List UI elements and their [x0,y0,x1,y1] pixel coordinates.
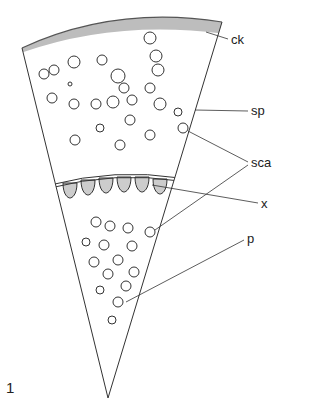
part-label: x [261,197,268,211]
cork-band [10,15,240,57]
part-label: sp [251,104,265,118]
leader-lines [126,32,258,302]
part-label: p [247,232,254,246]
part-label: ck [231,33,244,47]
figure-number: 1 [6,380,14,396]
cork-outline [22,17,222,48]
xylem-vessels [63,177,167,198]
sclerenchyma-strands [39,32,188,324]
wedge-outline [22,22,222,398]
part-label: sca [251,156,271,170]
